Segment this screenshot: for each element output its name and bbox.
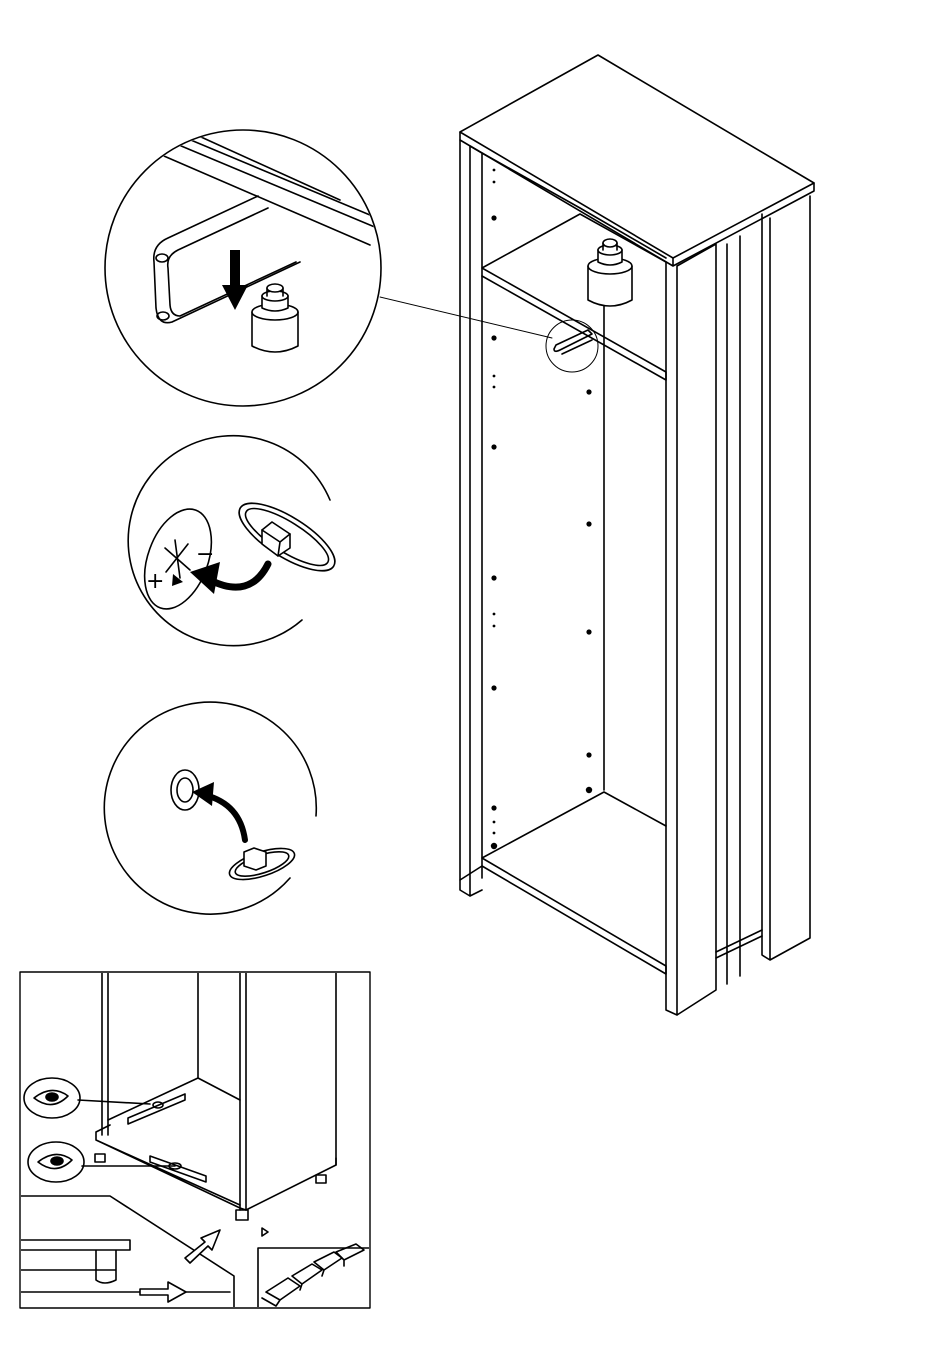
cabinet-bottom-shelf (482, 792, 666, 974)
spirit-level-icon (128, 1094, 206, 1182)
press-down-arrow-icon (222, 250, 248, 310)
cabinet-right-front-panel (666, 244, 716, 1015)
detail-levelling (20, 972, 370, 1308)
cabinet-top-board (460, 55, 814, 258)
cabinet-right-back-panel (762, 196, 810, 960)
cam-cap-icon (226, 842, 298, 886)
cabinet-left-panel (460, 140, 482, 896)
detail-2-circle (128, 436, 330, 646)
detail-shelf-clip (100, 102, 552, 406)
plus-sign: + (146, 569, 164, 594)
detail-cam-lock: + − (128, 436, 344, 646)
direction-triangle (172, 574, 183, 586)
weight-icon (588, 239, 632, 306)
weight-icon (252, 284, 298, 352)
shelf-pin-holes (491, 169, 592, 850)
detail-cover-cap (104, 702, 316, 914)
tall-cabinet (460, 55, 814, 1015)
detail-1-leader-line (380, 297, 552, 338)
panel-edge-lines (100, 102, 420, 246)
wedge-shims-icon (258, 1244, 370, 1308)
shelf-support-clip (554, 330, 592, 354)
detail-3-circle (104, 702, 316, 914)
minus-sign: − (196, 542, 214, 567)
cabinet-upper-shelf (482, 214, 666, 380)
cover-cap-hole-icon (171, 770, 199, 810)
insert-arrow-icon (192, 782, 245, 840)
push-arrow-icon (140, 1228, 268, 1302)
clip-detail-marker (546, 320, 598, 372)
cam-lock-dial-icon (230, 491, 344, 583)
